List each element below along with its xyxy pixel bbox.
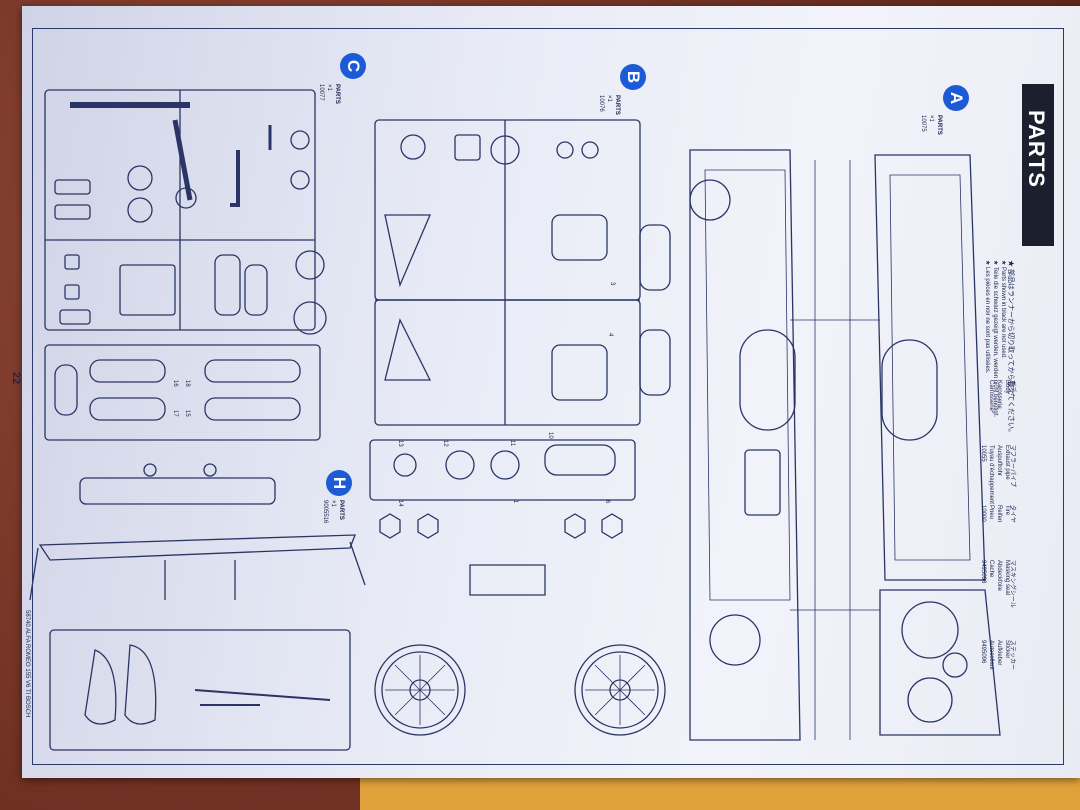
- page-frame: [32, 28, 1064, 765]
- part-b-clip: [469, 564, 546, 596]
- legend-exhaust-code: 10055: [980, 445, 986, 462]
- legend-masking-fr: Cache: [988, 560, 994, 578]
- runner-number: 18: [184, 380, 190, 387]
- legend-sticker-code: 9495096: [980, 640, 986, 664]
- legend-sticker-en: Sticker: [1004, 640, 1010, 659]
- page-number: 22: [10, 372, 22, 385]
- section-c-code: 10077: [318, 84, 324, 101]
- runner-number: 13: [397, 440, 403, 447]
- section-a-badge: A: [943, 85, 969, 111]
- part-mirror-2: [124, 644, 157, 725]
- instruction-page: [22, 6, 1080, 778]
- parts-title-bar: [1022, 84, 1054, 246]
- section-b-qty: ×1: [606, 95, 612, 102]
- wheel-1: [374, 644, 466, 736]
- part-b-knuckle-2: [384, 318, 432, 381]
- chassis-right-half: [874, 154, 986, 581]
- note-2: ★ Parts shown in black are not used.: [1000, 260, 1006, 359]
- section-h-qty: ×1: [330, 500, 336, 507]
- legend-tire-jp: タイヤ: [1009, 505, 1015, 523]
- part-c-bumper: [79, 477, 276, 505]
- legend-masking-de: Abdeckfolie: [996, 560, 1002, 592]
- part-b-nut-4: [601, 513, 623, 539]
- section-c-badge: C: [340, 53, 366, 79]
- legend-tire-en: Tire: [1004, 505, 1010, 516]
- section-a-label: PARTS: [936, 115, 942, 135]
- footer-model: 58740 ALFA ROMEO 155 V6 TI BOSCH: [24, 610, 30, 718]
- section-a-qty: ×1: [928, 115, 934, 122]
- section-h-badge: H: [326, 470, 352, 496]
- legend-body-jp: ボディ: [1009, 380, 1015, 398]
- runner-number: 1: [512, 500, 518, 504]
- legend-sticker-jp: ステッカー: [1009, 640, 1015, 671]
- runner-number: 4: [607, 333, 613, 337]
- part-c-plate: [119, 264, 176, 316]
- part-h-wing: [38, 534, 356, 561]
- part-c-gear-2: [293, 301, 327, 335]
- runner-number: 6: [604, 500, 610, 504]
- note-1: ★ 部品はランナーから切り取ってから整えてください。: [1007, 260, 1014, 437]
- legend-tire-fr: Pneu: [988, 505, 994, 520]
- chassis-right-window: [881, 339, 938, 441]
- legend-exhaust-de: Auspuffrohr: [996, 445, 1002, 476]
- legend-exhaust-en: Exhaust pipe: [1004, 445, 1010, 480]
- runner-number: 16: [172, 380, 178, 387]
- page-title: PARTS: [1024, 110, 1049, 188]
- legend-tire-code: 10000: [980, 505, 986, 522]
- section-c-qty: ×1: [326, 84, 332, 91]
- part-c-ring-1: [127, 165, 153, 191]
- section-b-badge: B: [620, 64, 646, 90]
- section-c-label: PARTS: [334, 84, 340, 104]
- runner-b-frame: [374, 119, 641, 301]
- section-a-code: 10075: [920, 115, 926, 132]
- note-4: ★ Les pièces en noir ne sont pas utilisé…: [984, 260, 990, 374]
- section-h-code: 9005516: [322, 500, 328, 524]
- section-b-label: PARTS: [614, 95, 620, 115]
- legend-body-en: Body: [1004, 380, 1010, 394]
- part-c-lever: [172, 119, 193, 201]
- runner-number: 3: [609, 282, 615, 286]
- legend-sticker-fr: Autocollant: [988, 640, 994, 670]
- part-b-nut-3: [564, 513, 586, 539]
- runner-number: 17: [172, 410, 178, 417]
- runner-number: 10: [547, 432, 553, 439]
- legend-masking-en: Masking seal: [1004, 560, 1010, 596]
- orange-sheet-below: [360, 772, 1080, 810]
- legend-masking-jp: マスキングシール: [1009, 560, 1015, 608]
- legend-exhaust-jp: マフラーパイプ: [1009, 445, 1015, 487]
- part-c-ring-2: [127, 197, 153, 223]
- legend-tire-de: Reifen: [996, 505, 1002, 523]
- runner-number: 11: [509, 440, 515, 447]
- wheel-2: [574, 644, 666, 736]
- legend-exhaust-fr: Tuyau d'échappement: [988, 445, 994, 504]
- legend-body-de: Karosserie: [996, 380, 1002, 409]
- section-b-code: 10076: [598, 95, 604, 112]
- part-b-nut-2: [417, 513, 439, 539]
- section-h-label: PARTS: [338, 500, 344, 520]
- part-mirror-1: [84, 649, 117, 725]
- legend-masking-code: 9495098: [980, 560, 986, 584]
- legend-body-fr: Carrosserie: [988, 380, 994, 412]
- part-c-gear-1: [295, 250, 325, 280]
- runner-number: 14: [397, 500, 403, 507]
- runner-number: 12: [442, 440, 448, 447]
- chassis-left-window: [739, 329, 796, 431]
- runner-number: 15: [184, 410, 190, 417]
- part-b-nut-1: [379, 513, 401, 539]
- legend-sticker-de: Aufkleber: [996, 640, 1002, 666]
- part-b-knuckle-1: [384, 214, 431, 288]
- part-c-bracket: [230, 150, 240, 207]
- chassis-left-half: [689, 149, 801, 741]
